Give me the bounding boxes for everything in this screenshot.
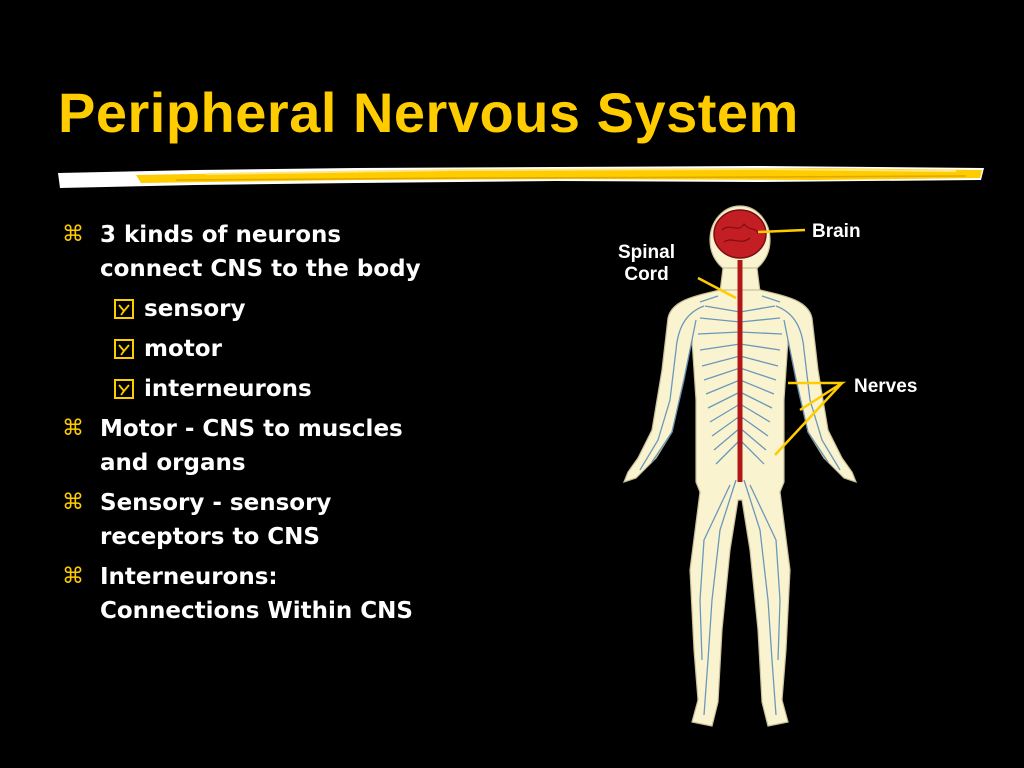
- spinal-cord-label-line: Cord: [624, 264, 669, 285]
- nervous-system-diagram: Brain Spinal Cord Nerves: [600, 200, 1000, 750]
- bullet-item: ⌘ Motor - CNS to muscles and organs: [62, 412, 562, 480]
- bullet-text-line: and organs: [100, 450, 246, 476]
- command-bullet-icon: ⌘: [62, 416, 84, 441]
- brain-label: Brain: [812, 221, 861, 242]
- bullet-text-line: Sensory - sensory: [100, 490, 332, 516]
- command-bullet-icon: ⌘: [62, 222, 84, 247]
- checkbox-bullet-icon: [114, 299, 134, 319]
- checkbox-bullet-icon: [114, 379, 134, 399]
- title-underline-brushstroke: [58, 166, 984, 188]
- nerves-label: Nerves: [854, 376, 918, 397]
- command-bullet-icon: ⌘: [62, 490, 84, 515]
- spinal-cord-pointer-line: [697, 276, 737, 300]
- spinal-cord-label: Spinal Cord: [618, 242, 675, 286]
- sub-bullet-text: motor: [144, 336, 222, 362]
- bullet-item: ⌘ Interneurons: Connections Within CNS: [62, 560, 562, 628]
- brain-shape: [713, 209, 767, 259]
- bullet-item: ⌘ 3 kinds of neurons connect CNS to the …: [62, 218, 562, 286]
- bullet-item: ⌘ Sensory - sensory receptors to CNS: [62, 486, 562, 554]
- sub-bullet-text: sensory: [144, 296, 246, 322]
- bullet-text-line: connect CNS to the body: [100, 256, 421, 282]
- bullet-text-line: 3 kinds of neurons: [100, 222, 342, 248]
- sub-bullet-item: interneurons: [114, 372, 562, 406]
- sub-bullet-item: motor: [114, 332, 562, 366]
- slide-title: Peripheral Nervous System: [58, 81, 799, 144]
- sub-bullet-item: sensory: [114, 292, 562, 326]
- bullet-text-line: Interneurons:: [100, 564, 278, 590]
- sub-bullet-text: interneurons: [144, 376, 312, 402]
- human-body-illustration: [622, 205, 858, 727]
- brain-pointer-line: [757, 228, 806, 234]
- checkbox-bullet-icon: [114, 339, 134, 359]
- bullet-text-line: Motor - CNS to muscles: [100, 416, 403, 442]
- nerves-pointer-line: [774, 382, 843, 456]
- command-bullet-icon: ⌘: [62, 564, 84, 589]
- bullet-text-line: receptors to CNS: [100, 524, 320, 550]
- spinal-cord-label-line: Spinal: [618, 242, 676, 263]
- bullet-list: ⌘ 3 kinds of neurons connect CNS to the …: [62, 218, 562, 634]
- bullet-text-line: Connections Within CNS: [100, 598, 413, 624]
